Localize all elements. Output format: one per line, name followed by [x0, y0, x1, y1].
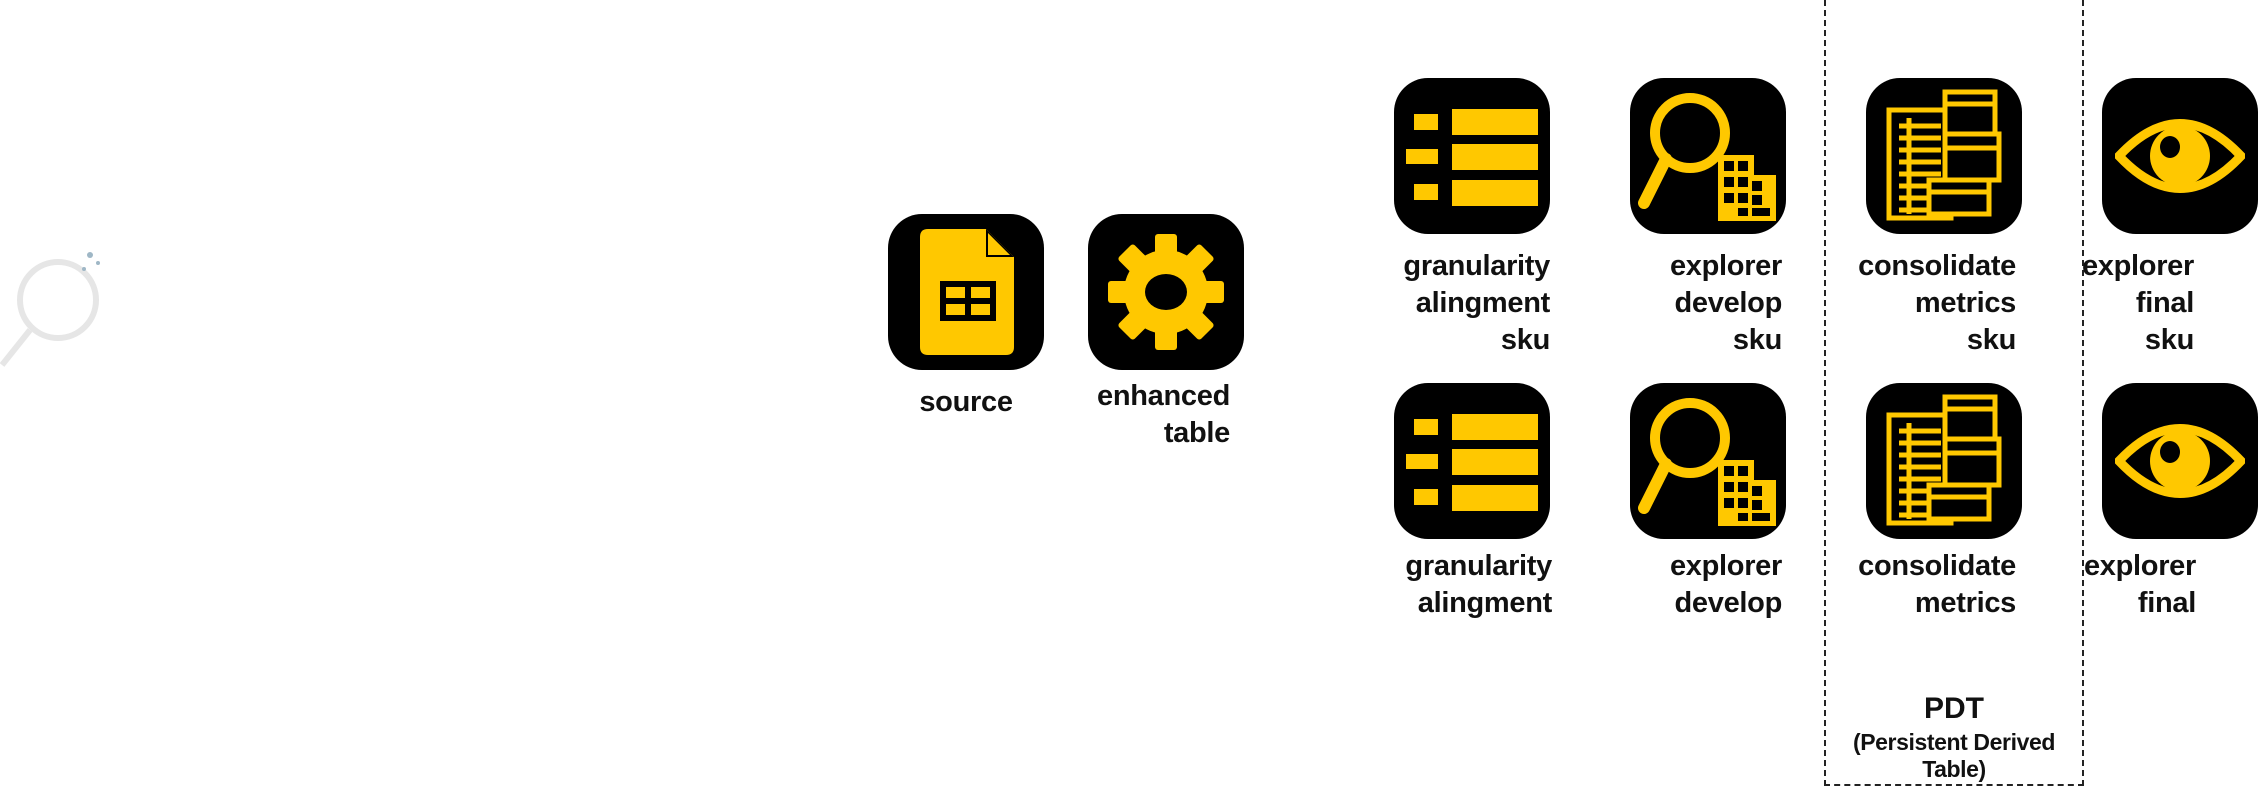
list-icon [1406, 109, 1538, 206]
pdt-title: PDT [1924, 692, 1984, 725]
node-explorer-develop-label: explorer develop [1669, 550, 1782, 619]
node-granularity-alingment-label: granularity alingment [1405, 550, 1552, 619]
node-source[interactable] [888, 214, 1044, 370]
node-explorer-final-sku[interactable] [2102, 78, 2258, 234]
eye-icon [2115, 119, 2245, 193]
pdt-subtitle: (Persistent Derived Table) [1852, 729, 2056, 782]
node-explorer-final-sku-label: explorer final sku [2081, 250, 2194, 356]
eye-icon [2115, 424, 2245, 498]
node-enhanced-table-label: enhanced table [1097, 380, 1230, 449]
node-source-label: source [919, 386, 1013, 418]
node-consolidate-metrics-sku-label: consolidate metrics sku [1858, 250, 2016, 356]
search-table-icon [1638, 398, 1776, 526]
gear-icon [1108, 234, 1224, 350]
consolidate-icon [1886, 394, 2002, 526]
node-consolidate-metrics-sku[interactable] [1866, 78, 2022, 234]
sheets-icon [920, 229, 1014, 355]
consolidate-icon [1886, 89, 2002, 221]
list-icon [1406, 414, 1538, 511]
node-granularity-alingment-sku[interactable] [1394, 78, 1550, 234]
node-consolidate-metrics[interactable] [1866, 383, 2022, 539]
node-explorer-final-label: explorer final [2083, 550, 2196, 619]
node-granularity-alingment-sku-label: granularity alingment sku [1403, 250, 1550, 356]
node-enhanced-table[interactable] [1088, 214, 1244, 370]
magnifier-watermark-icon [0, 252, 100, 367]
node-explorer-develop-sku[interactable] [1630, 78, 1786, 234]
search-table-icon [1638, 93, 1776, 221]
node-explorer-final[interactable] [2102, 383, 2258, 539]
node-consolidate-metrics-label: consolidate metrics [1858, 550, 2016, 619]
node-explorer-develop-sku-label: explorer develop sku [1669, 250, 1782, 356]
node-explorer-develop[interactable] [1630, 383, 1786, 539]
pdt-group-box [1824, 0, 2084, 786]
node-granularity-alingment[interactable] [1394, 383, 1550, 539]
